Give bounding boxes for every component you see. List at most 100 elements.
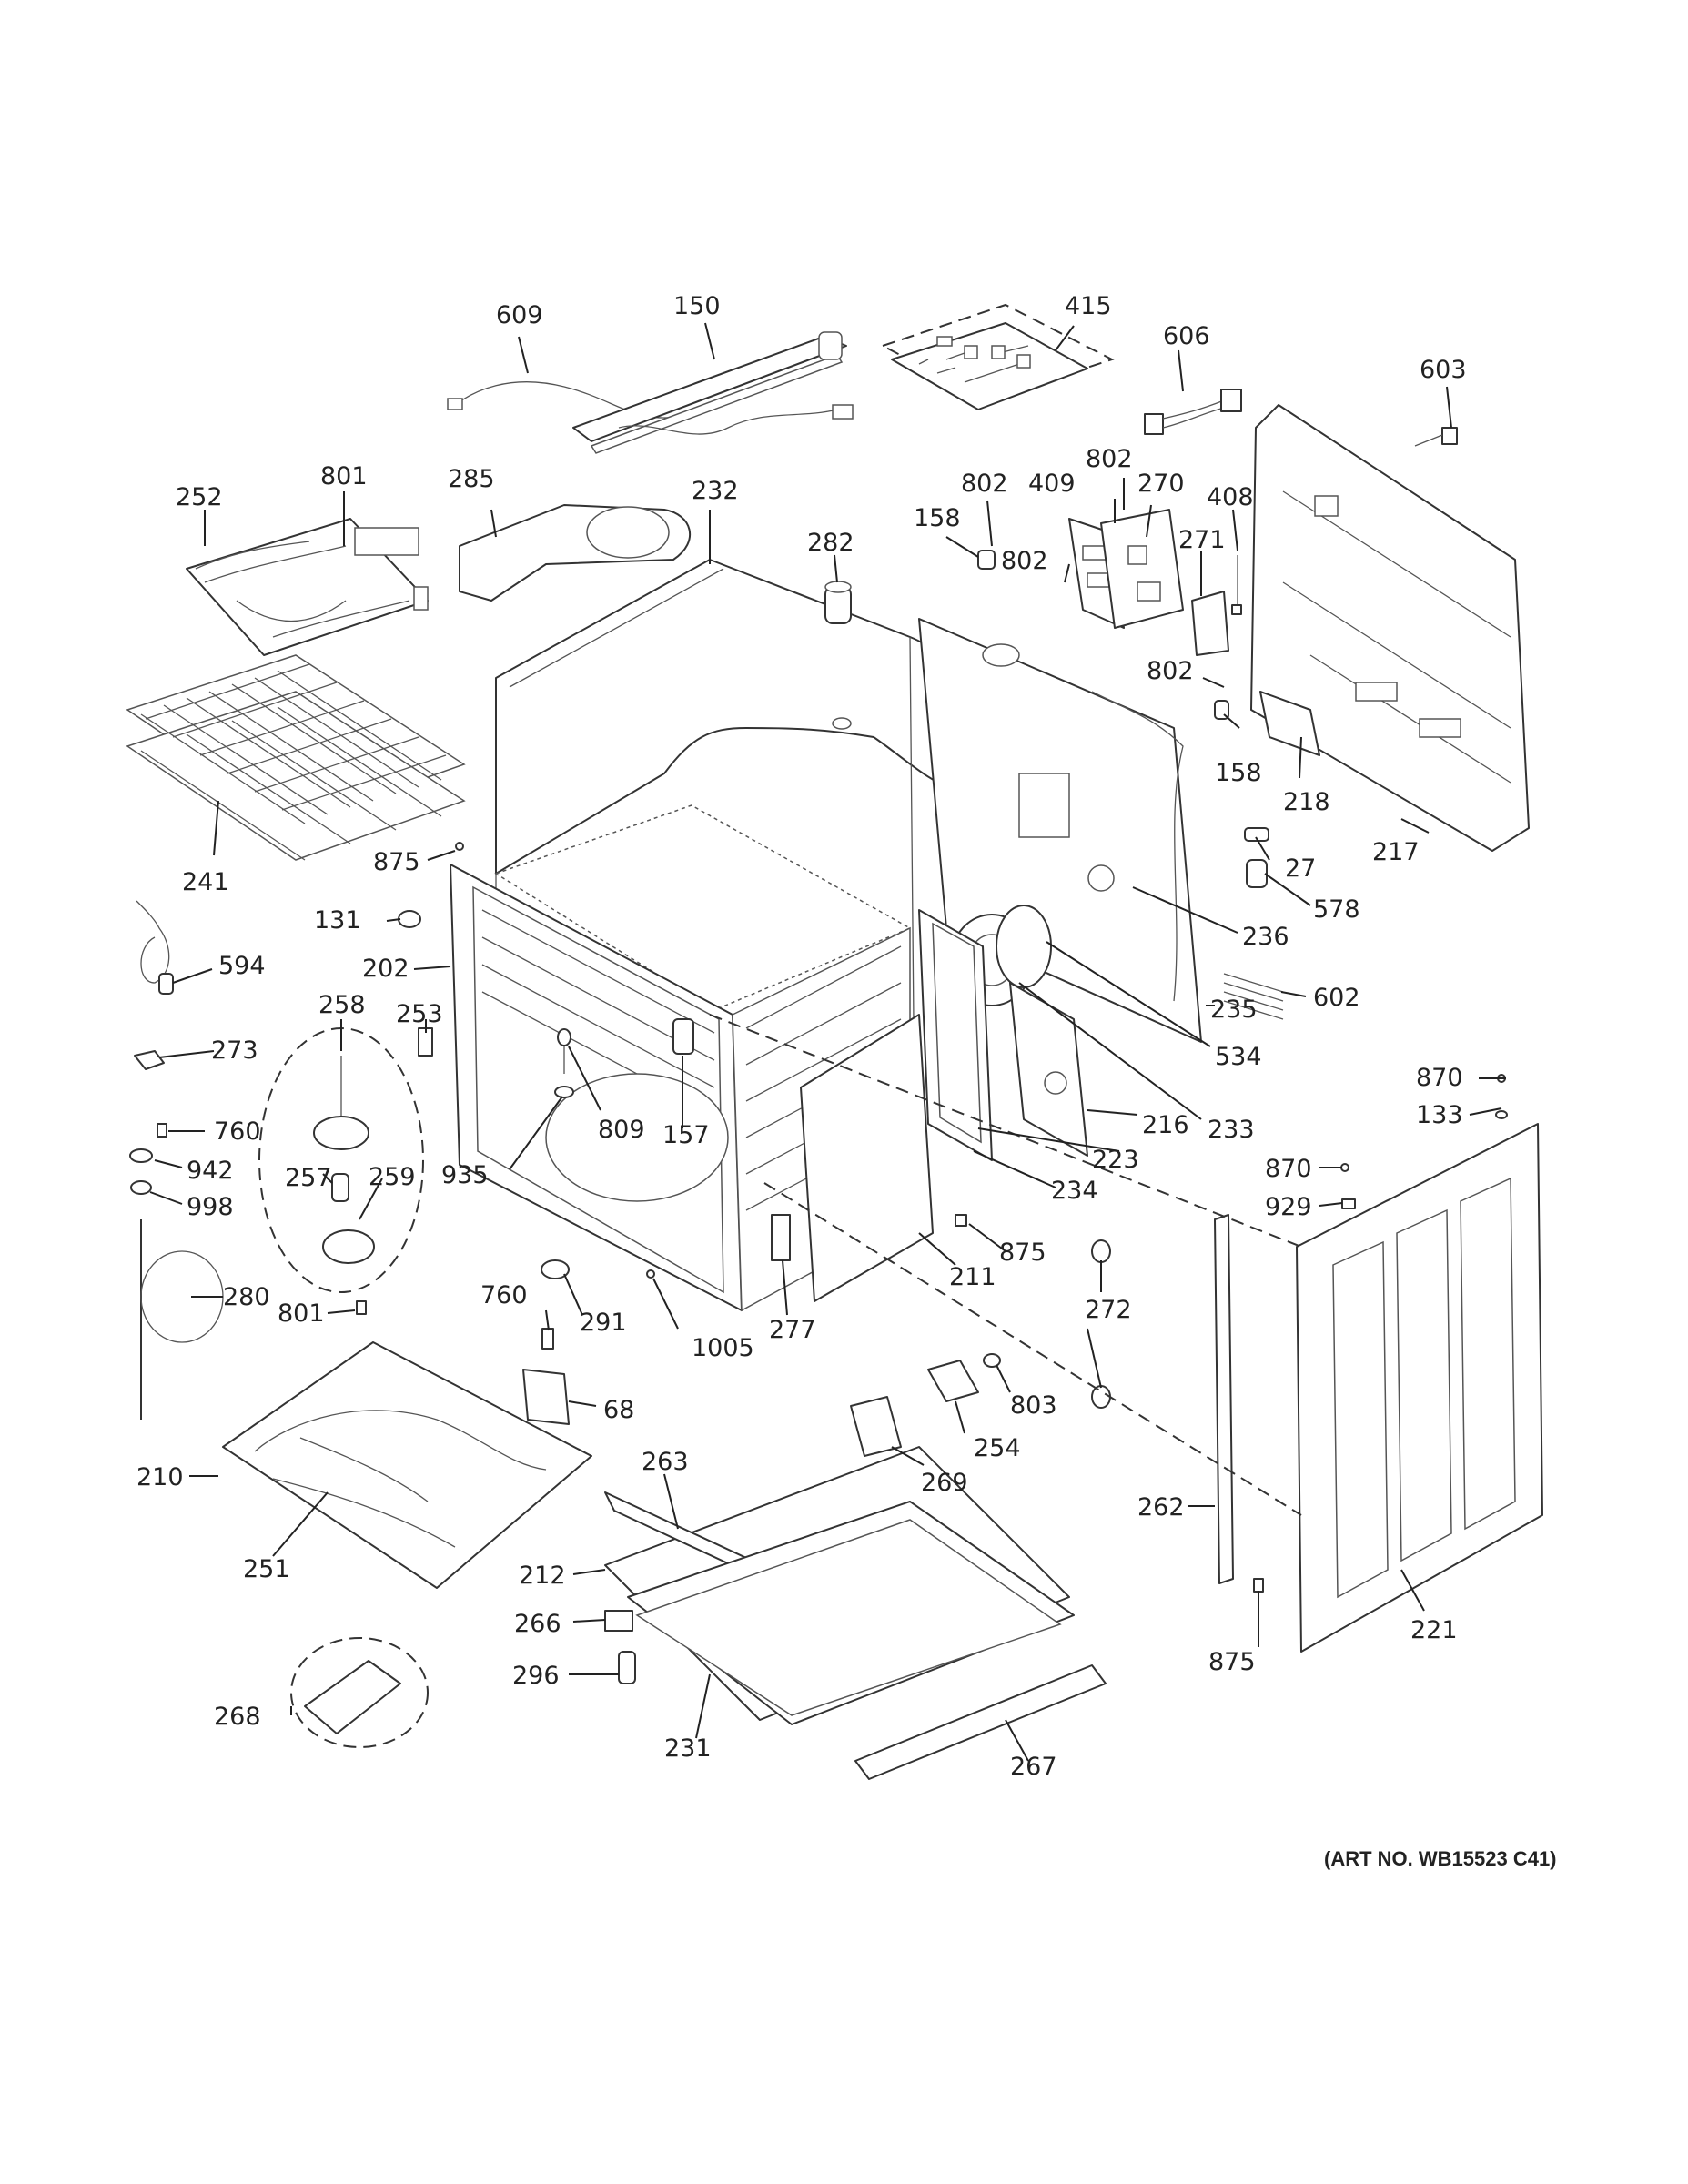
door-lock-254 bbox=[927, 1360, 979, 1402]
label-216: 216 bbox=[1142, 1111, 1189, 1139]
label-942: 942 bbox=[187, 1157, 234, 1185]
label-212: 212 bbox=[519, 1562, 566, 1590]
label-870-bottom: 870 bbox=[1265, 1155, 1312, 1183]
label-202: 202 bbox=[362, 955, 409, 983]
label-267: 267 bbox=[1010, 1753, 1057, 1781]
label-27: 27 bbox=[1285, 854, 1316, 883]
duct-cover-285 bbox=[459, 504, 692, 602]
back-panel-211 bbox=[800, 1014, 934, 1302]
label-606: 606 bbox=[1163, 322, 1210, 350]
capacitor-578 bbox=[1246, 859, 1268, 888]
label-603: 603 bbox=[1420, 356, 1467, 384]
screw-760-left bbox=[157, 1123, 167, 1138]
door-trim-267 bbox=[854, 1664, 1107, 1780]
label-875-right: 875 bbox=[1208, 1648, 1256, 1676]
control-board-415 bbox=[880, 303, 1115, 410]
label-578: 578 bbox=[1313, 895, 1360, 924]
label-809: 809 bbox=[598, 1116, 645, 1144]
hinge-277 bbox=[771, 1214, 791, 1261]
leader-lines bbox=[149, 322, 1506, 1762]
label-235: 235 bbox=[1210, 996, 1258, 1024]
label-594: 594 bbox=[218, 952, 266, 980]
label-415: 415 bbox=[1065, 292, 1112, 320]
label-272: 272 bbox=[1085, 1296, 1132, 1324]
switch-803 bbox=[983, 1353, 1001, 1368]
label-131: 131 bbox=[314, 906, 361, 935]
label-802-b: 802 bbox=[1086, 445, 1133, 473]
label-801-top: 801 bbox=[320, 462, 368, 490]
label-234: 234 bbox=[1051, 1177, 1098, 1205]
label-296: 296 bbox=[512, 1662, 560, 1690]
fastener-408 bbox=[1231, 555, 1242, 615]
label-802-d: 802 bbox=[1147, 657, 1194, 685]
label-935: 935 bbox=[441, 1161, 489, 1189]
label-408: 408 bbox=[1207, 483, 1254, 511]
label-223: 223 bbox=[1092, 1146, 1139, 1174]
bracket-273 bbox=[134, 1050, 165, 1070]
screw-760-center bbox=[541, 1328, 554, 1350]
label-801-bottom: 801 bbox=[278, 1299, 325, 1328]
label-236: 236 bbox=[1242, 923, 1289, 951]
label-263: 263 bbox=[642, 1448, 689, 1476]
label-259: 259 bbox=[369, 1163, 416, 1191]
broil-element-252 bbox=[186, 518, 429, 656]
latch-bracket-269 bbox=[850, 1396, 902, 1457]
side-trim-262 bbox=[1214, 1214, 1234, 1584]
label-271: 271 bbox=[1178, 526, 1226, 554]
label-269: 269 bbox=[921, 1469, 968, 1497]
label-998: 998 bbox=[187, 1193, 234, 1221]
label-280: 280 bbox=[223, 1283, 270, 1311]
label-802-c: 802 bbox=[1001, 547, 1048, 575]
side-panel-221 bbox=[1296, 1123, 1543, 1653]
screw-875-right bbox=[1253, 1578, 1264, 1592]
bracket-218 bbox=[1259, 691, 1320, 756]
capacitor-27 bbox=[1244, 827, 1269, 842]
bake-element-pan-210 bbox=[222, 1341, 592, 1589]
label-252: 252 bbox=[176, 483, 223, 511]
label-875-center: 875 bbox=[999, 1239, 1046, 1267]
screw-870-lower bbox=[1340, 1163, 1349, 1172]
light-socket-809 bbox=[557, 1028, 571, 1074]
art-number: (ART NO. WB15523 C41) bbox=[1324, 1847, 1557, 1870]
label-211: 211 bbox=[949, 1263, 996, 1291]
oven-rack-241 bbox=[126, 654, 466, 861]
screw-875-top bbox=[455, 842, 464, 851]
oven-wrapper-232 bbox=[495, 559, 961, 1120]
label-534: 534 bbox=[1215, 1043, 1262, 1071]
screw-1005 bbox=[646, 1269, 655, 1279]
grommet-935 bbox=[554, 1086, 574, 1098]
label-221: 221 bbox=[1410, 1616, 1458, 1644]
oven-sensor-280 bbox=[140, 1219, 224, 1420]
screw-801-lower bbox=[356, 1300, 367, 1315]
screw-875-center bbox=[955, 1214, 967, 1227]
label-273: 273 bbox=[211, 1036, 258, 1065]
label-760-center: 760 bbox=[480, 1281, 528, 1309]
heat-shield-216 bbox=[1009, 982, 1088, 1157]
temp-probe-594 bbox=[136, 900, 174, 995]
part-number-labels: 609 150 415 606 603 252 801 285 232 802 … bbox=[136, 292, 1467, 1781]
label-870-top: 870 bbox=[1416, 1064, 1463, 1092]
label-251: 251 bbox=[243, 1555, 290, 1583]
label-150: 150 bbox=[673, 292, 721, 320]
label-285: 285 bbox=[448, 465, 495, 493]
label-270: 270 bbox=[1137, 470, 1185, 498]
label-232: 232 bbox=[692, 477, 739, 505]
label-803: 803 bbox=[1010, 1391, 1057, 1420]
label-602: 602 bbox=[1313, 984, 1360, 1012]
wire-harness-606 bbox=[1144, 389, 1242, 435]
plug-272-lower bbox=[1091, 1385, 1111, 1409]
label-262: 262 bbox=[1137, 1493, 1185, 1522]
grommet-291 bbox=[541, 1259, 570, 1279]
label-1005: 1005 bbox=[692, 1334, 754, 1362]
bracket-266 bbox=[604, 1610, 633, 1632]
wire-harness-602 bbox=[1223, 973, 1284, 1020]
alignment-line bbox=[709, 1014, 1302, 1248]
terminal-block-271 bbox=[1191, 591, 1229, 656]
bracket-150 bbox=[572, 331, 854, 454]
label-760-left: 760 bbox=[214, 1117, 261, 1146]
label-253: 253 bbox=[396, 1000, 443, 1028]
foot-296 bbox=[618, 1651, 636, 1684]
label-68: 68 bbox=[603, 1396, 634, 1424]
label-158-top: 158 bbox=[914, 504, 961, 532]
